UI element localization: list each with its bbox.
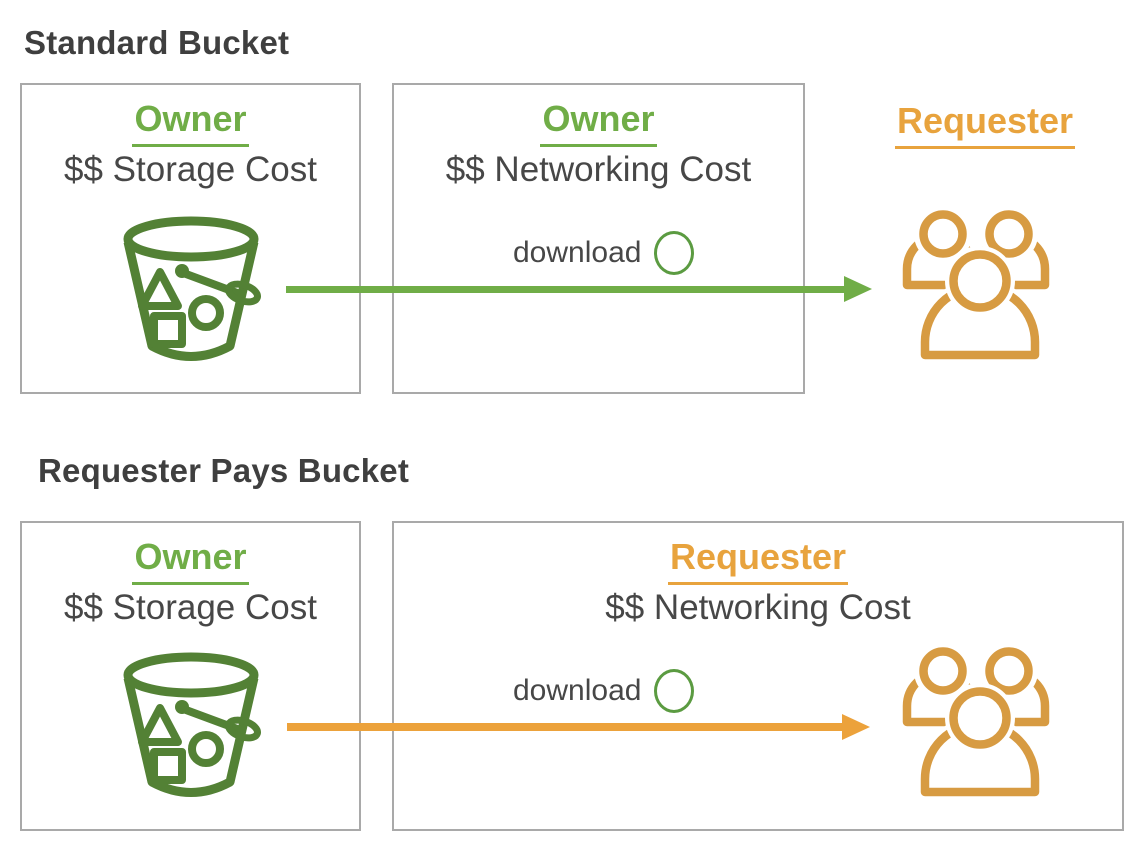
storage-cost-label: $$ Storage Cost: [64, 150, 317, 189]
standard-owner-storage-box: Owner $$ Storage Cost: [20, 83, 361, 394]
download-circle-icon: [654, 669, 695, 713]
download-label: download: [513, 674, 642, 707]
standard-owner-networking-box: Owner $$ Networking Cost download: [392, 83, 805, 394]
users-group-icon: [892, 644, 1060, 797]
role-heading: Requester: [394, 533, 1122, 585]
requester-label: Requester: [894, 97, 1076, 149]
role-heading: Owner: [394, 95, 803, 147]
standard-transfer-arrow: [286, 286, 844, 293]
standard-requester-heading: Requester: [880, 97, 1090, 149]
section-title-requester-pays: Requester Pays Bucket: [38, 452, 410, 489]
owner-label: Owner: [540, 95, 657, 147]
storage-cost-label: $$ Storage Cost: [64, 588, 317, 627]
s3-bucket-icon: [118, 214, 264, 370]
requester-label: Requester: [667, 533, 849, 585]
requester-pays-transfer-arrowhead-icon: [842, 714, 870, 740]
owner-label: Owner: [132, 95, 249, 147]
standard-transfer-arrowhead-icon: [844, 276, 872, 302]
owner-label: Owner: [132, 533, 249, 585]
requester-pays-transfer-arrow: [287, 723, 842, 731]
s3-bucket-icon: [118, 650, 264, 806]
download-circle-icon: [654, 231, 695, 275]
download-row: download: [513, 669, 695, 713]
networking-cost-label: $$ Networking Cost: [445, 150, 752, 189]
role-heading: Owner: [22, 95, 359, 147]
download-label: download: [513, 236, 642, 269]
section-title-standard: Standard Bucket: [24, 24, 290, 61]
role-heading: Owner: [22, 533, 359, 585]
requester-pays-owner-storage-box: Owner $$ Storage Cost: [20, 521, 361, 831]
users-group-icon: [892, 207, 1060, 360]
download-row: download: [513, 231, 695, 275]
networking-cost-label: $$ Networking Cost: [605, 588, 911, 627]
